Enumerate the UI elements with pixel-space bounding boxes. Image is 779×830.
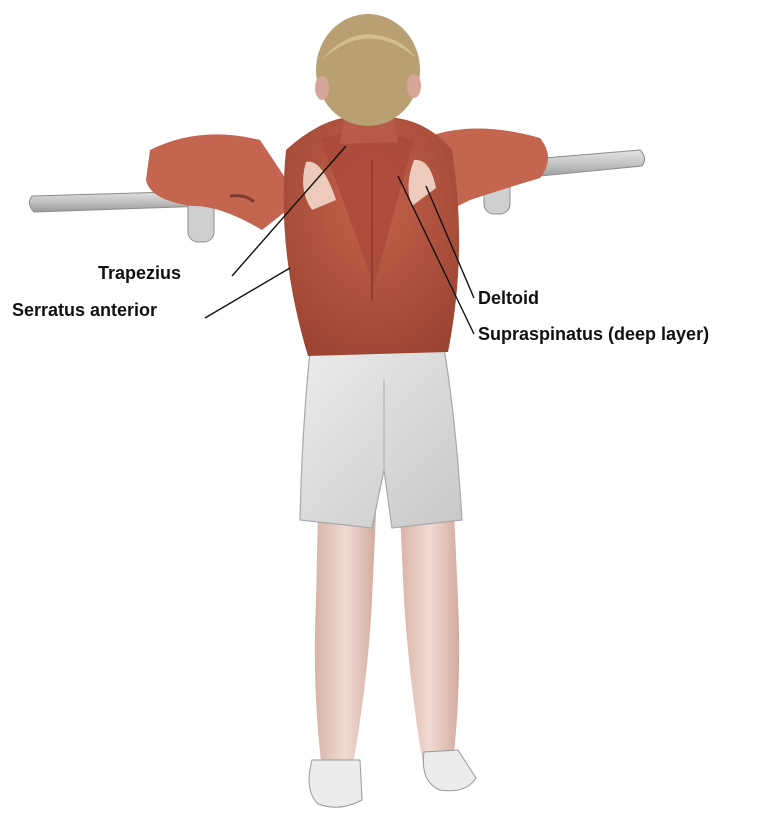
head: [315, 14, 421, 126]
supraspinatus-label: Supraspinatus (deep layer): [478, 325, 709, 343]
shorts: [300, 348, 462, 528]
legs: [315, 510, 459, 770]
serratus-anterior-label: Serratus anterior: [12, 301, 157, 319]
serratus-leader: [205, 268, 290, 318]
back-torso: [284, 117, 459, 356]
trapezius-label: Trapezius: [98, 264, 181, 282]
deltoid-label: Deltoid: [478, 289, 539, 307]
